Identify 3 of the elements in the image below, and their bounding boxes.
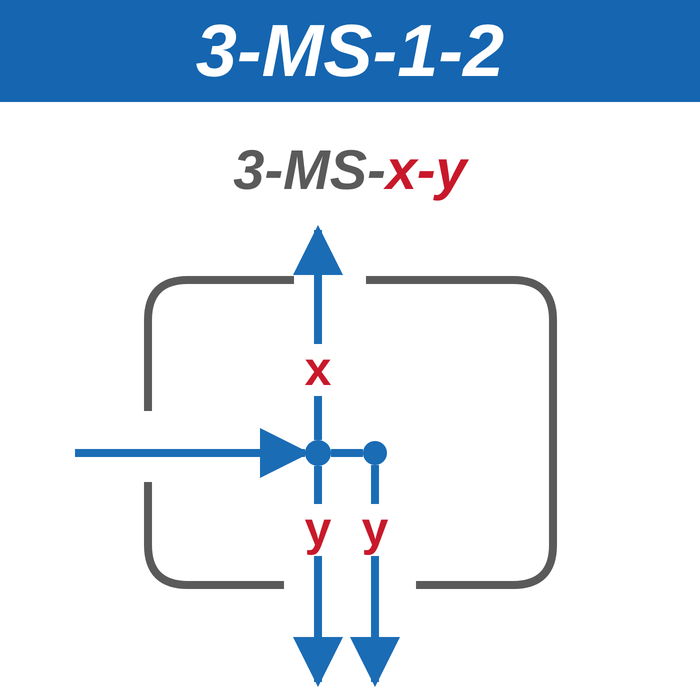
junction-dot: [363, 441, 387, 465]
title: 3-MS-1-2: [196, 14, 504, 88]
junction-dot: [305, 440, 331, 466]
